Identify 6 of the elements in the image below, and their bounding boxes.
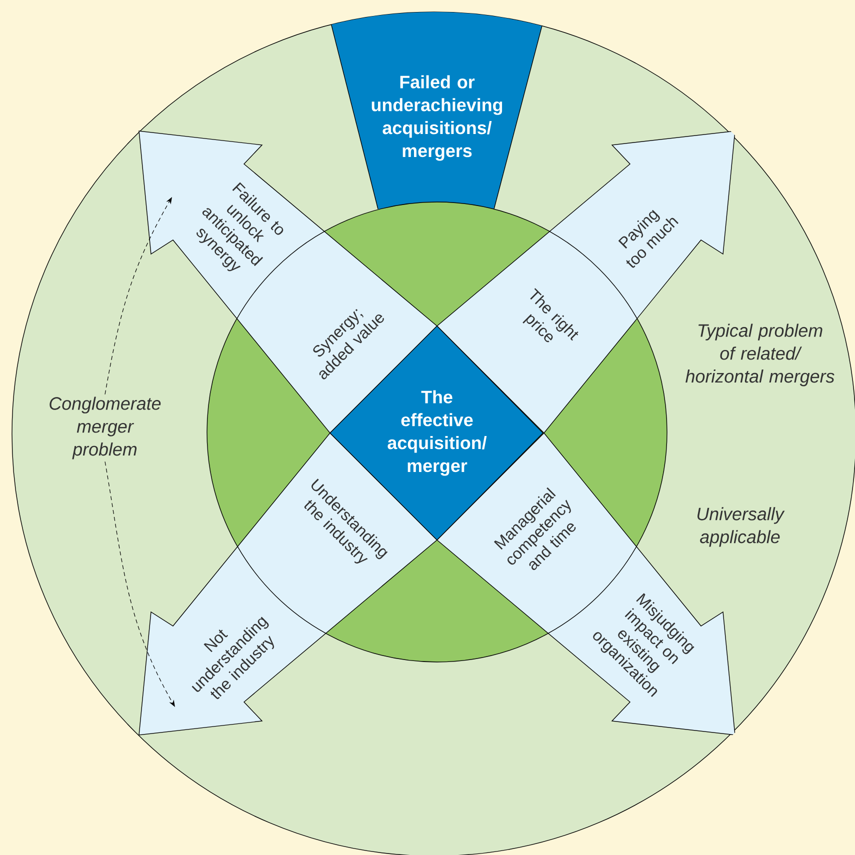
dashed-arrow [104, 461, 175, 707]
italic-note: Universally applicable [698, 507, 785, 547]
italic-note: Conglomerate merger problem [50, 396, 161, 460]
dashed-arrow [104, 197, 172, 395]
italic-note: Typical problem of related/ horizontal mergers [686, 324, 834, 386]
banner-band: Failed or underachieving acquisitions/ mergers [320, 12, 554, 210]
